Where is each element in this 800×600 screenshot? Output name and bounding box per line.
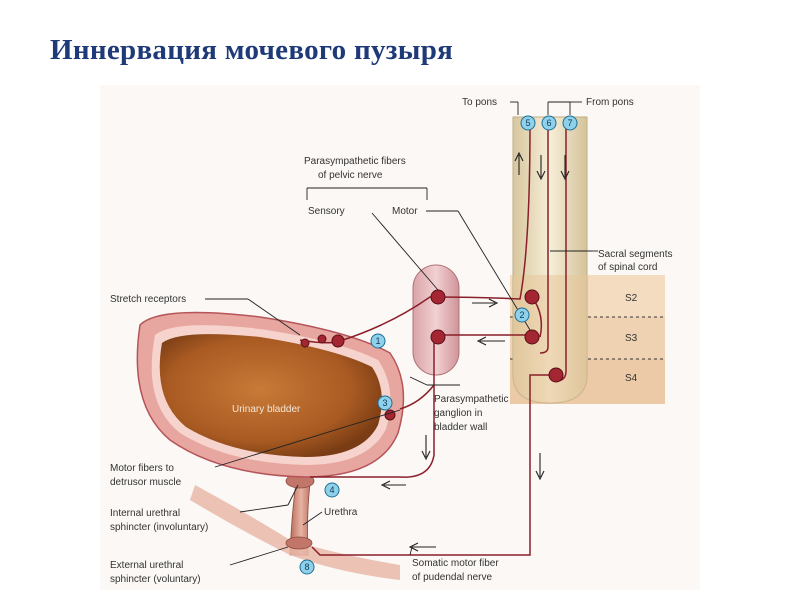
bladder-lumen: [159, 334, 382, 457]
badge-3: 3: [377, 395, 393, 411]
label-motor-fibers-2: detrusor muscle: [110, 477, 182, 488]
pudendal-fiber: [311, 374, 556, 556]
arrow-left-icon: [476, 336, 505, 346]
label-external-sphincter-2: sphincter (voluntary): [110, 574, 201, 585]
label-motor-fibers-1: Motor fibers to: [110, 463, 174, 474]
direction-arrows: [380, 151, 570, 552]
label-external-sphincter-1: External urethral: [110, 560, 183, 571]
label-urinary-bladder: Urinary bladder: [232, 404, 301, 415]
arrow-right-icon: [472, 298, 499, 308]
detrusor-ending: [384, 409, 396, 421]
svg-text:8: 8: [304, 562, 309, 572]
badge-5: 5: [520, 115, 536, 131]
postganglionic-fiber: [310, 340, 435, 478]
svg-text:1: 1: [375, 336, 380, 346]
bladder-innervation-figure: Urinary bladder: [100, 85, 700, 590]
svg-text:4: 4: [329, 485, 334, 495]
stretch-receptor: [300, 338, 310, 348]
arrow-left-icon: [408, 542, 436, 552]
label-motor: Motor: [392, 206, 418, 217]
badge-6: 6: [541, 115, 557, 131]
badge-1: 1: [370, 333, 386, 349]
svg-text:7: 7: [567, 118, 572, 128]
sacral-neuron-s2: [524, 289, 540, 305]
arrow-down-icon: [421, 435, 431, 461]
external-sphincter-ring: [285, 536, 313, 550]
label-para-fibers-2: of pelvic nerve: [318, 170, 383, 181]
label-somatic-1: Somatic motor fiber: [412, 558, 499, 569]
label-to-pons: To pons: [462, 97, 497, 108]
label-ganglion-1: Parasympathetic: [434, 394, 508, 405]
label-from-pons: From pons: [586, 97, 634, 108]
sensory-neuron-ganglion: [430, 289, 446, 305]
arrow-up-icon: [514, 151, 524, 175]
arrow-left-icon: [380, 480, 406, 490]
label-sacral-2: of spinal cord: [598, 262, 657, 273]
badge-4: 4: [324, 482, 340, 498]
spinal-cord-sacral: [513, 275, 587, 403]
svg-text:5: 5: [525, 118, 530, 128]
label-somatic-2: of pudendal nerve: [412, 572, 493, 583]
step-badges: 1 2 3 4 5 6 7 8: [299, 115, 578, 575]
slide-title: Иннервация мочевого пузыря: [50, 34, 454, 66]
stretch-receptor-neuron: [331, 334, 345, 348]
label-internal-sphincter-1: Internal urethral: [110, 508, 180, 519]
sacral-neuron-s4: [548, 367, 564, 383]
neurons: [300, 289, 564, 421]
arrow-down-icon: [536, 155, 546, 181]
sacral-neuron-s3: [524, 329, 540, 345]
label-s3: S3: [625, 333, 638, 344]
badge-8: 8: [299, 559, 315, 575]
label-urethra: Urethra: [324, 507, 358, 518]
diagram-canvas: Urinary bladder: [100, 85, 700, 590]
urethra: [190, 469, 400, 580]
pelvic-floor: [190, 485, 400, 580]
label-ganglion-2: ganglion in: [434, 408, 482, 419]
label-stretch-receptors: Stretch receptors: [110, 294, 186, 305]
svg-text:2: 2: [519, 310, 524, 320]
badge-2: 2: [514, 307, 530, 323]
arrow-down-icon: [535, 453, 545, 481]
arrow-down-icon: [560, 155, 570, 181]
ganglion-neuron: [430, 329, 446, 345]
label-s4: S4: [625, 373, 638, 384]
label-sensory: Sensory: [308, 206, 345, 217]
stretch-receptor: [317, 334, 327, 344]
urinary-bladder: Urinary bladder: [136, 311, 405, 478]
label-para-fibers-1: Parasympathetic fibers: [304, 156, 406, 167]
label-internal-sphincter-2: sphincter (involuntary): [110, 522, 208, 533]
descending-fiber-6: [539, 125, 549, 354]
badge-7: 7: [562, 115, 578, 131]
detrusor-branch: [399, 384, 435, 410]
parasympathetic-ganglion: [412, 264, 460, 376]
label-s2: S2: [625, 293, 638, 304]
label-sacral-1: Sacral segments: [598, 249, 672, 260]
svg-text:6: 6: [546, 118, 551, 128]
labels: To pons From pons Parasympathetic fibers…: [110, 97, 672, 585]
svg-text:3: 3: [382, 398, 387, 408]
label-ganglion-3: bladder wall: [434, 422, 487, 433]
